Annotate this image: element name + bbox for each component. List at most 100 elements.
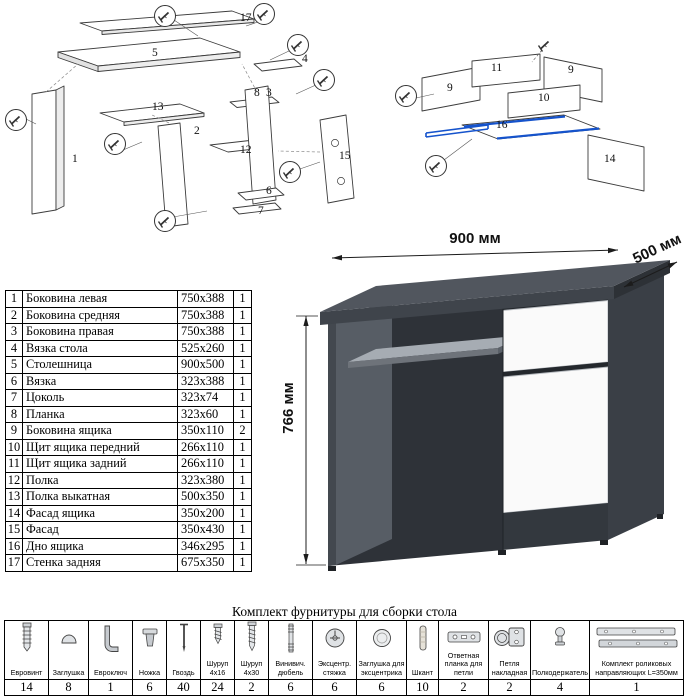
exploded-desk-diagram: 17 5 4 3 1 13 2 12 8 15 6 7 — [5, 3, 355, 232]
parts-cell-qty: 1 — [233, 455, 252, 473]
callout-15: 15 — [339, 150, 351, 162]
parts-cell-num: 2 — [5, 306, 23, 324]
hardware-item-name: Шкант — [411, 667, 434, 677]
parts-cell-num: 3 — [5, 323, 23, 341]
parts-cell-size: 323х60 — [177, 405, 234, 423]
parts-cell-size: 323х388 — [177, 372, 234, 390]
parts-cell-name: Столешница — [22, 356, 178, 374]
parts-cell-num: 17 — [5, 554, 23, 572]
parts-cell-size: 750х388 — [177, 323, 234, 341]
part-6-rail — [237, 187, 285, 201]
screw-long-icon — [235, 621, 268, 654]
parts-cell-num: 12 — [5, 471, 23, 489]
parts-cell-num: 15 — [5, 521, 23, 539]
callout-leader-lines — [415, 49, 543, 161]
parts-cell-name: Планка — [22, 405, 178, 423]
parts-cell-size: 900х500 — [177, 356, 234, 374]
roller-guides-icon — [590, 621, 683, 654]
hex-key-icon — [89, 621, 132, 654]
roller-guide-rail — [425, 124, 489, 138]
callout-5: 5 — [152, 47, 158, 59]
parts-cell-qty: 1 — [233, 405, 252, 423]
callout-1: 1 — [72, 153, 78, 165]
parts-cell-num: 14 — [5, 504, 23, 522]
feet — [328, 514, 663, 571]
parts-cell-size: 323х74 — [177, 389, 234, 407]
hardware-item-name: Комплект роликовых направляющих L=350мм — [595, 659, 678, 677]
parts-cell-num: 7 — [5, 389, 23, 407]
part-7-plinth — [232, 202, 282, 215]
hardware-item-name: Евроключ — [93, 667, 127, 677]
hardware-item: Петля накладная 2 — [488, 620, 531, 696]
parts-cell-num: 13 — [5, 488, 23, 506]
parts-cell-qty: 1 — [233, 504, 252, 522]
callout-12: 12 — [240, 144, 252, 156]
hardware-item-qty: 6 — [133, 679, 166, 695]
callout-10: 10 — [538, 92, 550, 104]
callout-6: 6 — [266, 185, 272, 197]
callout-17: 17 — [240, 12, 252, 24]
hardware-item-qty: 6 — [357, 679, 406, 695]
callout-7: 7 — [258, 205, 264, 217]
roller-guide-highlight — [463, 115, 600, 140]
parts-cell-name: Щит ящика передний — [22, 438, 178, 456]
parts-cell-name: Стенка задняя — [22, 554, 178, 572]
plug-cap-icon — [49, 621, 88, 654]
hinge-icon — [489, 621, 530, 654]
parts-cell-qty: 1 — [233, 339, 252, 357]
parts-cell-num: 9 — [5, 422, 23, 440]
parts-cell-name: Боковина левая — [22, 290, 178, 308]
parts-cell-name: Боковина ящика — [22, 422, 178, 440]
hardware-item-qty: 1 — [590, 679, 684, 695]
parts-cell-size: 323х380 — [177, 471, 234, 489]
parts-cell-qty: 1 — [233, 323, 252, 341]
parts-cell-qty: 1 — [233, 471, 252, 489]
parts-cell-size: 750х388 — [177, 290, 234, 308]
hardware-item-name: Петля накладная — [491, 659, 528, 677]
callout-11: 11 — [491, 62, 502, 74]
fastener-detail-callouts — [5, 3, 335, 232]
parts-cell-name: Вязка стола — [22, 339, 178, 357]
callout-9-right: 9 — [568, 64, 574, 76]
hardware-item-qty: 8 — [49, 679, 88, 695]
screw-short-icon — [201, 621, 234, 654]
euro-screw-icon — [5, 621, 48, 654]
door-hinge-holes — [331, 139, 345, 185]
part-1-left-side — [31, 89, 57, 215]
hardware-item-name: Шуруп 4х30 — [240, 659, 263, 677]
hardware-item-name: Эксцентр. стяжка — [317, 659, 352, 677]
part-9-drawer-side-left — [421, 66, 481, 112]
callout-4: 4 — [302, 53, 308, 65]
parts-cell-size: 266х110 — [177, 438, 234, 456]
parts-cell-size: 500х350 — [177, 488, 234, 506]
right-side-panel — [608, 272, 664, 540]
hinge-plate-icon — [439, 621, 488, 652]
part-3-right-side — [244, 85, 277, 205]
parts-cell-size: 675х350 — [177, 554, 234, 572]
hardware-item-qty: 2 — [489, 679, 530, 695]
shelf-support-icon — [531, 621, 589, 654]
hardware-item-qty: 2 — [439, 679, 488, 695]
hardware-item-name: Заглушка для эксцентрика — [358, 659, 405, 677]
leg-icon — [133, 621, 166, 654]
pedestal-base — [503, 503, 608, 550]
parts-cell-name: Боковина правая — [22, 323, 178, 341]
part-15-door-front — [319, 114, 355, 204]
part-16-drawer-bottom — [461, 114, 601, 140]
callout-16: 16 — [496, 119, 508, 131]
